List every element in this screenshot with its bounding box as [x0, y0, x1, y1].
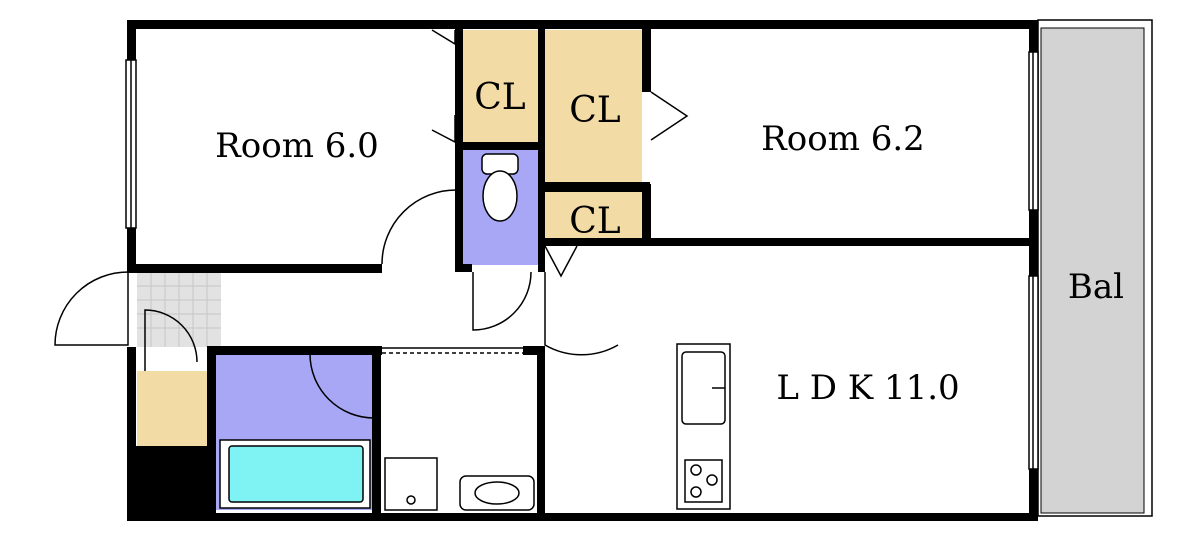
- balcony-label: Bal: [1068, 267, 1124, 307]
- room-right-label: Room 6.2: [761, 119, 925, 159]
- closet-fill-2: [545, 30, 642, 182]
- wash-basin-icon: [459, 475, 535, 511]
- walls: [127, 20, 1038, 521]
- balcony: [1037, 19, 1153, 517]
- closet-label-3: CL: [569, 201, 621, 242]
- ldk-label: L D K 11.0: [776, 368, 959, 408]
- kitchen-counter: [676, 343, 731, 510]
- room-left-label: Room 6.0: [215, 126, 379, 166]
- balcony-floor: [1040, 27, 1145, 514]
- washing-machine-icon: [384, 457, 438, 511]
- windows: [125, 51, 1039, 470]
- toilet-icon: [481, 153, 519, 222]
- closet-label-2: CL: [569, 90, 621, 131]
- storage-block: [127, 446, 209, 521]
- entrance-tile-grid: [137, 272, 221, 347]
- closet-fill-1: [462, 30, 538, 142]
- bathtub-icon: [219, 439, 371, 509]
- doors: [54, 29, 689, 419]
- sliding-door-marks: [382, 347, 523, 354]
- shoe-closet-fill: [137, 371, 209, 446]
- closet-fill-3: [545, 192, 642, 238]
- closet-label-1: CL: [474, 77, 526, 118]
